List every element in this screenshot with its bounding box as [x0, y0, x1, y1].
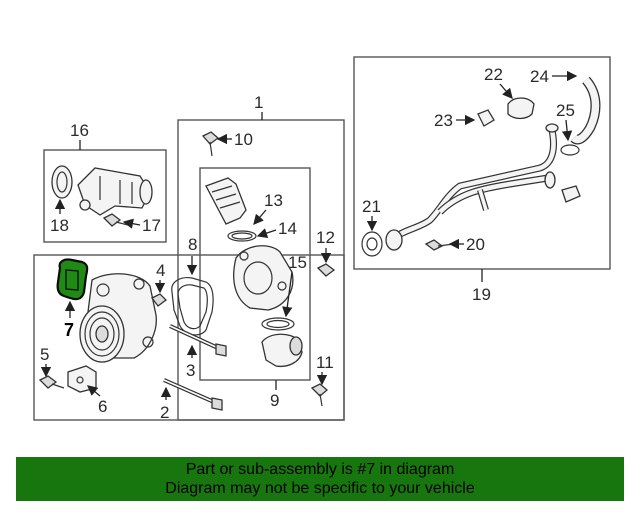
callout-19: 19	[472, 285, 491, 304]
callout-12: 12	[316, 228, 335, 247]
bracket-part-6	[67, 365, 97, 393]
callout-2: 2	[160, 403, 169, 422]
callout-7: 7	[64, 320, 74, 340]
thermostat-housing-part-16	[51, 165, 153, 216]
gasket-part-7	[56, 258, 89, 301]
callout-10: 10	[234, 130, 253, 149]
leader-15	[282, 271, 293, 318]
bolt-part-4	[151, 293, 167, 307]
callout-17: 17	[142, 216, 161, 235]
gasket-part-21	[361, 231, 383, 257]
clamp-part-23	[477, 109, 495, 127]
seal-part-14	[227, 230, 257, 242]
callout-23: 23	[434, 111, 453, 130]
callout-21: 21	[362, 197, 381, 216]
callout-20: 20	[466, 235, 485, 254]
clamp-part-25	[560, 144, 580, 156]
bolt-part-20	[424, 239, 455, 251]
hose-part-22	[507, 97, 535, 120]
banner-line-1: Part or sub-assembly is #7 in diagram	[185, 461, 455, 478]
callout-16: 16	[70, 121, 89, 140]
callout-9: 9	[270, 391, 279, 410]
frame-assembly-1	[177, 119, 345, 421]
leader-14	[256, 228, 277, 239]
frame-assembly-9	[199, 167, 311, 381]
callout-11: 11	[316, 353, 334, 372]
callout-8: 8	[188, 235, 197, 254]
leader-13	[253, 209, 267, 225]
callout-4: 4	[156, 261, 165, 280]
leader-6	[87, 385, 101, 397]
connector-part	[561, 185, 581, 203]
callout-3: 3	[186, 361, 195, 380]
leader-25	[561, 119, 573, 142]
water-pump	[79, 273, 157, 363]
seal-part-15	[261, 317, 295, 331]
callout-15: 15	[288, 253, 307, 272]
info-banner: Part or sub-assembly is #7 in diagram Di…	[16, 457, 624, 501]
banner-line-2: Diagram may not be specific to your vehi…	[165, 480, 475, 497]
callout-22: 22	[484, 65, 503, 84]
hose-part-24	[570, 76, 601, 145]
bolt-part-2	[163, 378, 223, 411]
bolt-part-17	[102, 213, 133, 227]
thermostat-part-13	[205, 177, 247, 225]
callout-24: 24	[530, 67, 549, 86]
leader-17	[122, 218, 141, 229]
callout-25: 25	[556, 101, 575, 120]
callout-14: 14	[278, 219, 297, 238]
coolant-pipe-assembly	[385, 123, 559, 251]
callout-6: 6	[98, 397, 107, 416]
outlet-housing	[261, 333, 303, 368]
callout-1: 1	[254, 93, 263, 112]
leader-22	[499, 83, 513, 99]
frame-assembly-16	[43, 149, 167, 243]
bolt-part-10	[201, 131, 220, 157]
bolt-part-12	[316, 263, 336, 277]
bolt-part-5	[38, 375, 65, 389]
callout-13: 13	[264, 191, 283, 210]
parts-diagram: 1 2 5 6 7 8 9 10 11 12 13 14 15 16 17 18…	[33, 56, 611, 422]
callout-18: 18	[50, 216, 69, 235]
stud-part-3	[169, 324, 227, 357]
bolt-part-11	[310, 383, 328, 407]
callout-5: 5	[40, 345, 49, 364]
